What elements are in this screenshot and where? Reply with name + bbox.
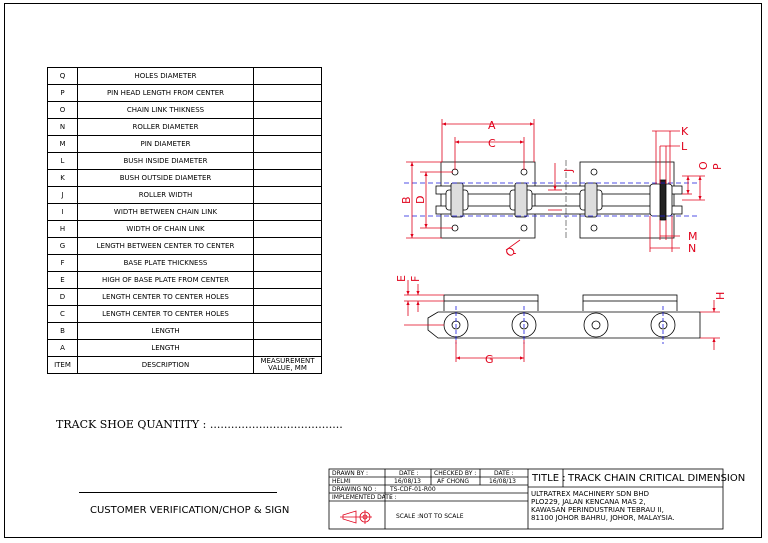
- base-plate: [443, 294, 539, 302]
- implemented-label: IMPLEMENTED DATE :: [332, 494, 397, 501]
- side-view-dimensions: [404, 280, 720, 362]
- base-plate: [582, 294, 678, 302]
- value-header-line2: VALUE, MM: [268, 364, 307, 372]
- drawing-no-label: DRAWING NO :: [332, 486, 377, 493]
- label-O: O: [697, 161, 710, 170]
- projection-symbol: [340, 510, 372, 524]
- label-D: D: [414, 196, 427, 204]
- company-address-3: 81100 JOHOR BAHRU, JOHOR, MALAYSIA.: [531, 514, 675, 522]
- checked-date-value: 16/08/13: [489, 478, 516, 485]
- drawn-by-label: DRAWN BY :: [332, 470, 369, 477]
- mount-hole: [520, 224, 528, 232]
- mount-hole: [590, 168, 598, 176]
- checked-by-value: AF CHONG: [437, 478, 470, 485]
- roller: [583, 312, 609, 338]
- title-label: TITLE :: [532, 473, 566, 484]
- label-M: M: [688, 230, 698, 243]
- label-F: F: [409, 276, 422, 282]
- implemented-value: -: [390, 494, 393, 501]
- drawn-by-value: HELMI: [332, 478, 351, 485]
- label-A: A: [488, 119, 496, 132]
- shoe-plate-left: [440, 161, 536, 239]
- drawing-frame: [4, 3, 762, 538]
- drawn-date-value: 16/08/13: [394, 478, 421, 485]
- label-P: P: [711, 163, 724, 170]
- company-address-2: KAWASAN PERINDUSTRIAN TEBRAU II,: [531, 506, 664, 514]
- label-Q: Q: [503, 244, 519, 259]
- label-H: H: [714, 292, 727, 300]
- scale-note: SCALE :NOT TO SCALE: [396, 513, 464, 520]
- top-view-labels: A C B D J K L O P M N Q: [400, 119, 724, 260]
- side-view: [427, 294, 701, 344]
- signature-line: [79, 492, 277, 493]
- label-E: E: [395, 275, 408, 282]
- label-G: G: [485, 353, 494, 366]
- mount-hole: [590, 224, 598, 232]
- label-J: J: [562, 169, 575, 173]
- date2-label: DATE :: [494, 470, 514, 477]
- roller-assembly: [445, 179, 673, 221]
- label-L: L: [681, 140, 688, 153]
- company-address-1: PLO229, JALAN KENCANA MAS 2,: [531, 498, 646, 506]
- side-view-labels: E F G H: [395, 275, 727, 366]
- date-label: DATE :: [399, 470, 419, 477]
- item-header: ITEM: [47, 356, 78, 374]
- label-N: N: [688, 242, 696, 255]
- checked-by-label: CHECKED BY :: [434, 470, 477, 477]
- title-block: [328, 468, 724, 530]
- value-header-line1: MEASUREMENT: [260, 357, 315, 365]
- drawing-title: TRACK CHAIN CRITICAL DIMENSION: [568, 473, 746, 484]
- top-view-dimensions: [406, 119, 705, 252]
- drawing-no-value: TS-CDF-01-R00: [390, 486, 436, 493]
- description-header: DESCRIPTION: [77, 356, 254, 374]
- company-name: ULTRATREX MACHINERY SDN BHD: [531, 490, 649, 498]
- label-K: K: [681, 125, 689, 138]
- track-shoe-quantity: TRACK SHOE QUANTITY : ..................…: [56, 418, 343, 431]
- label-C: C: [488, 137, 496, 150]
- customer-verification-label: CUSTOMER VERIFICATION/CHOP & SIGN: [90, 505, 290, 516]
- label-B: B: [400, 196, 413, 204]
